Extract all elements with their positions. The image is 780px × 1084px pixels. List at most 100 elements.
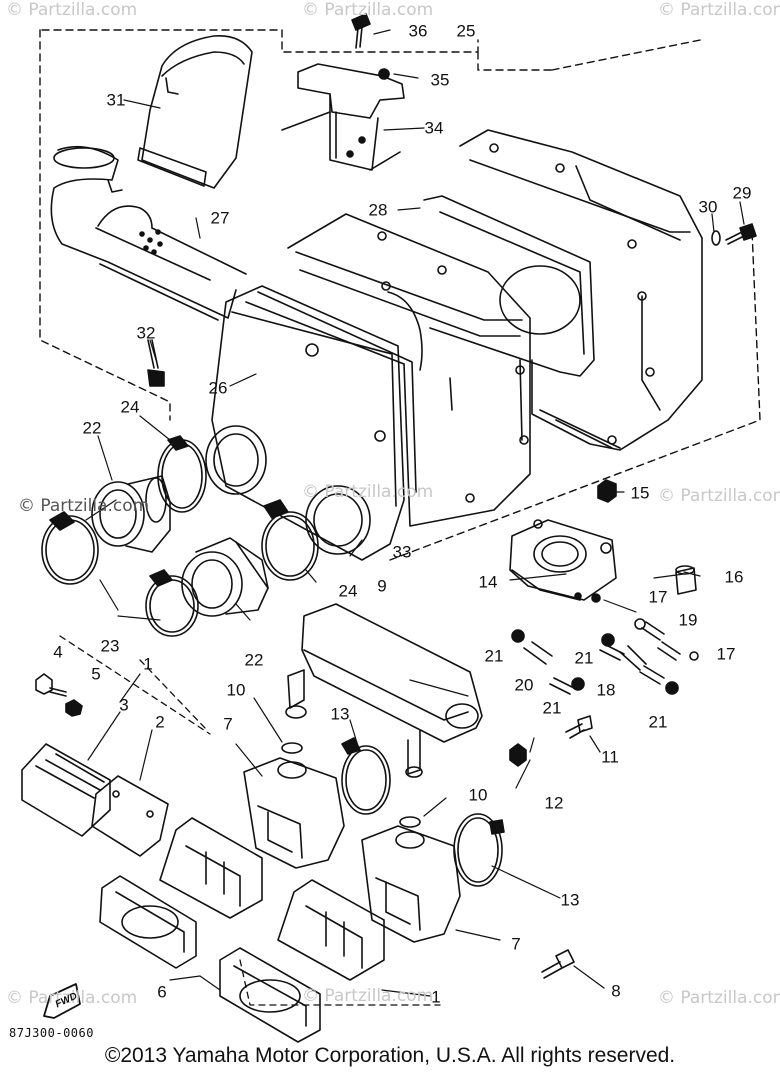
silencer-9 [285,603,483,778]
callout-9: 9 [377,576,387,596]
callout-34: 34 [424,118,444,138]
watermark-bottom-right: © Partzilla.com [658,988,780,1008]
callout-8: 8 [611,981,621,1001]
callout-21-c: 21 [542,698,562,718]
callout-17-upper: 17 [648,587,668,607]
callout-22-upper: 22 [82,418,102,438]
watermark-top-right: © Partzilla.com [658,0,780,20]
leader-lines-lower [87,573,685,997]
callout-23: 23 [100,636,120,656]
callout-24-upper: 24 [120,397,140,417]
airbox-lid-26 [205,285,417,561]
reed-valve-assembly-1-upper [159,817,263,919]
screw-29-washer-30 [711,223,757,246]
watermark-mid-left: © Partzilla.com [18,496,150,516]
callout-15: 15 [630,483,650,503]
manifold-7-upper [243,757,345,869]
leader-lines [85,29,745,697]
callout-2: 2 [155,712,165,732]
callout-28: 28 [368,200,388,220]
callout-29: 29 [732,183,752,203]
watermark-top-left: © Partzilla.com [6,0,138,20]
callout-16: 16 [724,567,744,587]
airbox-body-28 [287,213,531,527]
callout-30: 30 [698,197,718,217]
throttle-body-14 [509,519,617,603]
callout-36: 36 [408,21,428,41]
callout-19: 19 [678,610,698,630]
callout-21-a: 21 [484,646,504,666]
assembly-boundary-dashed [39,29,761,561]
clamp-23-upper [41,511,99,585]
callout-14: 14 [478,572,498,592]
callout-18: 18 [596,680,616,700]
reed-plate-2 [91,775,169,857]
clamp-23-lower [145,569,199,637]
callout-7-upper: 7 [223,714,233,734]
clamp-24-lower [261,499,319,581]
intake-pipe-27 [50,145,247,321]
callout-21-d: 21 [648,712,668,732]
callout-17-lower: 17 [716,644,736,664]
callout-1-lower: 1 [431,987,441,1007]
watermark-mid-center: © Partzilla.com [302,482,434,502]
callout-32: 32 [136,323,156,343]
callout-11: 11 [601,747,619,767]
washer-5 [65,699,83,717]
joint-22-upper [91,475,171,553]
callout-6: 6 [157,982,167,1002]
callout-7-lower: 7 [511,934,521,954]
callout-25: 25 [456,21,476,41]
nut-12 [509,743,527,767]
callout-31: 31 [106,90,126,110]
o-ring-10-upper [281,742,303,754]
reed-valve-assembly-1-lower [277,879,385,981]
callout-4: 4 [53,642,63,662]
screw-11 [565,715,593,739]
watermark-mid-right: © Partzilla.com [658,486,780,506]
copyright-notice: ©2013 Yamaha Motor Corporation, U.S.A. A… [104,1044,676,1067]
diagram-code: 87J300-0060 [9,1026,94,1040]
callout-13-upper: 13 [330,704,350,724]
gasket-6-lower [219,947,321,1043]
airbox-rear [459,129,703,451]
watermark-bottom-left: © Partzilla.com [6,988,138,1008]
clamp-24-upper [157,435,207,513]
bolt-4 [35,673,67,697]
callout-33: 33 [392,542,412,562]
gasket-28 [423,195,595,377]
callout-20: 20 [514,675,534,695]
fuel-hoses-17-21 [511,618,699,695]
bolt-32 [147,339,165,387]
callout-5: 5 [91,664,101,684]
intake-hose-31 [137,35,253,189]
lower-boundary-dashed [59,635,441,1006]
nut-15 [597,479,617,503]
watermark-bottom-center: © Partzilla.com [302,986,434,1006]
o-ring-10-lower [399,816,421,828]
callout-21-b: 21 [574,648,594,668]
gasket-6-upper [99,875,197,969]
manifold-7-lower [361,825,461,943]
bolt-36 [351,13,371,49]
callout-26: 26 [208,378,228,398]
bracket-34-35 [281,63,405,171]
callout-10-lower: 10 [468,785,488,805]
reed-valve-3 [21,743,111,837]
clamp-13-lower [453,813,505,887]
callout-3: 3 [119,695,129,715]
joint-22-lower [181,537,269,617]
callout-27: 27 [210,208,230,228]
callout-24-lower: 24 [338,581,358,601]
bolt-8 [541,949,575,979]
fwd-arrow-icon [43,983,81,1019]
callout-10-upper: 10 [226,680,246,700]
clamp-13-upper [341,737,391,815]
watermark-top-center: © Partzilla.com [302,0,434,20]
callout-12: 12 [544,793,564,813]
callout-13-lower: 13 [560,890,580,910]
sleeve-16 [675,565,697,595]
callout-35: 35 [430,70,450,90]
